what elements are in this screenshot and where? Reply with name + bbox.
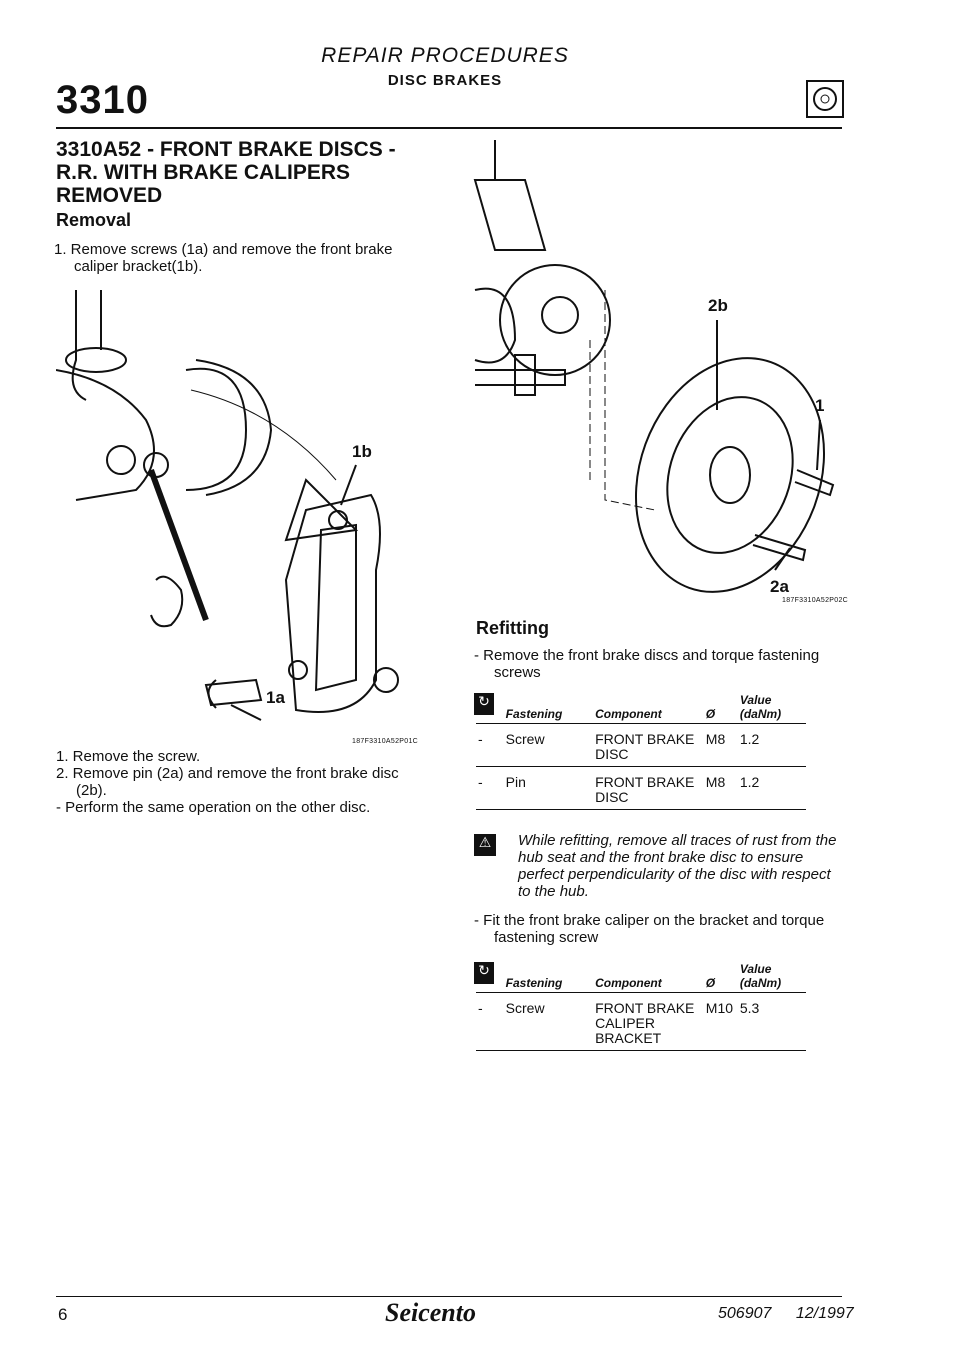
table-cell: Screw xyxy=(503,723,594,767)
table-cell: Ø xyxy=(703,962,738,993)
table-cell: Component xyxy=(593,962,704,993)
callout-1b: 1b xyxy=(352,442,372,461)
table-cell: Screw xyxy=(503,992,594,1051)
table-cell: - xyxy=(476,992,504,1051)
torque-wrench-icon: ↻ xyxy=(474,693,494,715)
table-cell: FRONT BRAKE DISC xyxy=(593,766,704,810)
removal-heading: Removal xyxy=(56,210,132,230)
removal-section: Removal 1. Remove screws (1a) and remove… xyxy=(54,210,426,275)
brand-logo: Seicento xyxy=(385,1298,476,1327)
brake-disc-figure xyxy=(473,140,835,593)
section-number: 3310 xyxy=(56,78,149,122)
table-cell: Value (daNm) xyxy=(737,962,806,993)
warning-icon: ⚠ xyxy=(474,834,496,856)
callout-2b: 2b xyxy=(708,296,728,315)
warning-text: While refitting, remove all traces of ru… xyxy=(518,832,837,900)
procedure-title: 3310A52 - FRONT BRAKE DISCS - R.R. WITH … xyxy=(56,138,396,207)
table-cell: M8 xyxy=(703,766,738,810)
table-cell: FRONT BRAKE DISC xyxy=(593,723,704,767)
table-cell: Fastening xyxy=(503,962,594,993)
section-title: REPAIR PROCEDURES xyxy=(321,44,569,67)
table-cell: FRONT BRAKE CALIPER BRACKET xyxy=(593,992,704,1051)
refitting-step-2: - Fit the front brake caliper on the bra… xyxy=(474,912,825,946)
table-cell: M10 xyxy=(703,992,738,1051)
table-cell: - xyxy=(476,766,504,810)
table-cell: 1.2 xyxy=(737,723,806,767)
subsection-title: DISC BRAKES xyxy=(387,72,503,89)
col-value: Value (daNm) xyxy=(737,693,806,724)
footer-rule xyxy=(56,1296,842,1297)
col-diameter: Ø xyxy=(703,693,738,724)
col-fastening: Fastening xyxy=(503,693,594,724)
callout-1a: 1a xyxy=(266,688,285,707)
header-rule xyxy=(56,127,842,129)
removal-steps: 1. Remove the screw. 2. Remove pin (2a) … xyxy=(56,748,426,816)
table-cell: M8 xyxy=(703,723,738,767)
refitting-heading: Refitting xyxy=(476,618,549,638)
callout-1: 1 xyxy=(815,396,825,415)
caliper-bracket-figure xyxy=(56,290,399,721)
callout-2a: 2a xyxy=(770,577,789,596)
brake-disc-icon xyxy=(806,80,844,118)
step: - Perform the same operation on the othe… xyxy=(56,799,371,816)
warning-note: ⚠ While refitting, remove all traces of … xyxy=(474,832,846,900)
table-cell: 1.2 xyxy=(737,766,806,810)
doc-date: 12/1997 xyxy=(795,1305,854,1322)
col-component: Component xyxy=(593,693,704,724)
page-number: 6 xyxy=(58,1305,68,1324)
step: 1. Remove the screw. xyxy=(56,748,201,765)
figure-code: 187F3310A52P02C xyxy=(782,597,848,604)
removal-step-1: 1. Remove screws (1a) and remove the fro… xyxy=(54,241,393,275)
table-cell: - xyxy=(476,723,504,767)
table-cell: Pin xyxy=(503,766,594,810)
refitting-step-1: - Remove the front brake discs and torqu… xyxy=(474,647,820,681)
torque-wrench-icon: ↻ xyxy=(474,962,494,984)
step: 2. Remove pin (2a) and remove the front … xyxy=(56,765,399,799)
refitting-section: Refitting - Remove the front brake discs… xyxy=(474,618,846,1051)
figure-code: 187F3310A52P01C xyxy=(352,738,418,745)
table-cell: 5.3 xyxy=(737,992,806,1051)
doc-number: 506907 xyxy=(718,1305,772,1322)
doc-info: 506907 12/1997 xyxy=(718,1305,854,1323)
